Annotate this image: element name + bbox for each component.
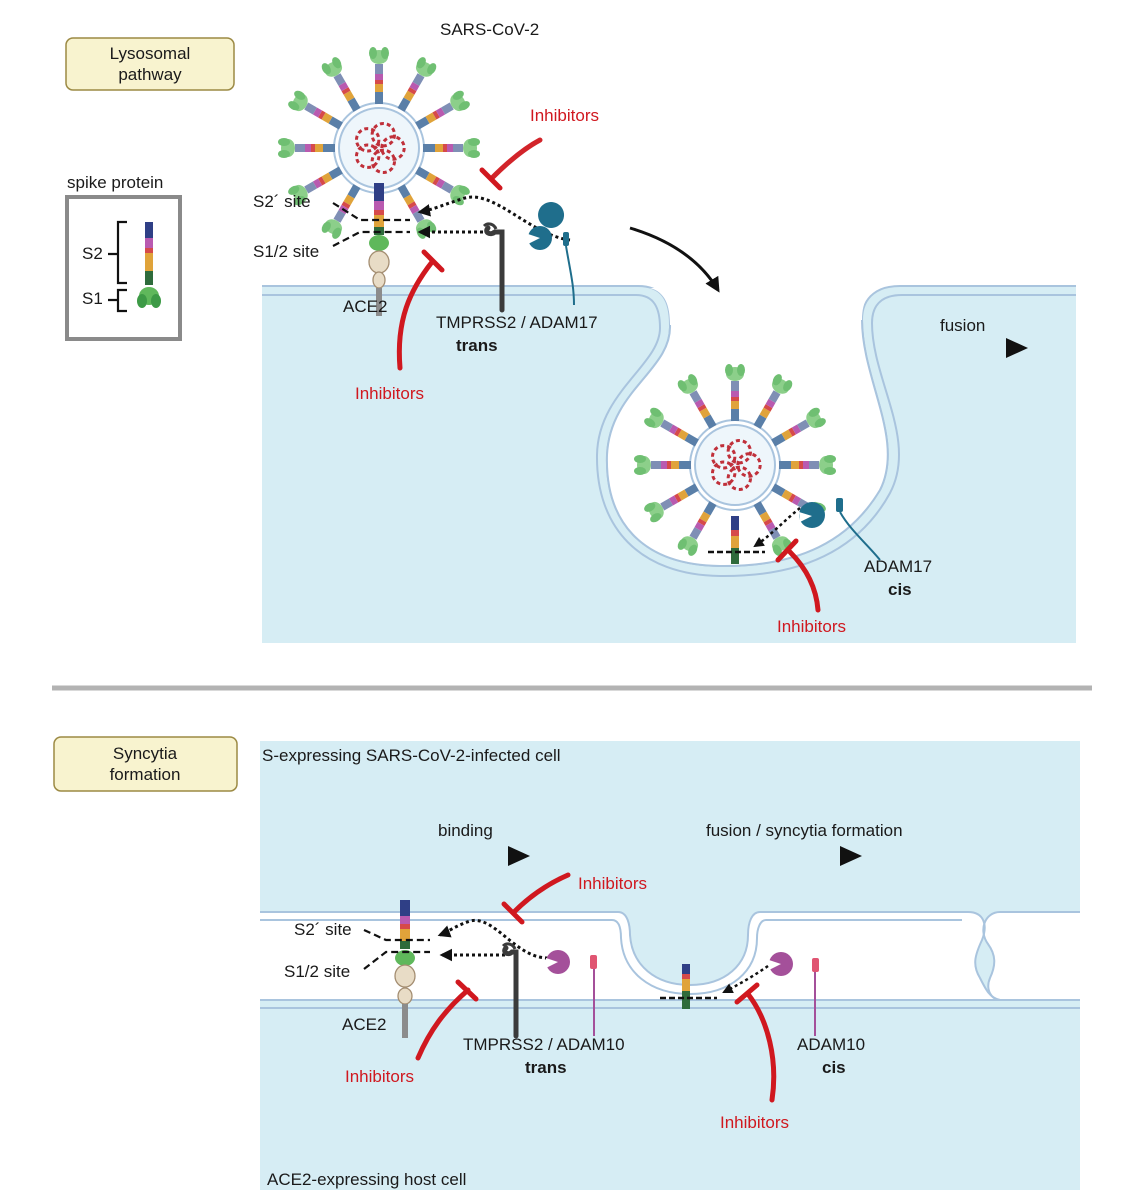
s12-site-label-bottom: S1/2 site [284,962,350,981]
cis-label-bottom: cis [822,1058,846,1077]
section-label-box-syncytia: Syncytia formation [53,736,238,792]
adam10-label-cis: ADAM10 [797,1035,865,1054]
inhibitor-top-virus: Inhibitors [479,106,599,191]
inhibitor-left-ace2: Inhibitors [355,249,445,403]
binding-label: binding [438,821,493,840]
syncytia-fusion-arrow [840,846,862,866]
adam10-protease-cis [769,952,819,1036]
inhibitor-bottom-right: Inhibitors [720,982,789,1132]
virus-particle-endosome [634,364,836,556]
adam10-protease-trans [546,950,597,1036]
ace2-receptor-bottom [394,964,416,1038]
inhibitor-bottom-top: Inhibitors [501,872,647,925]
spike-endosome [731,516,739,564]
s2-prime-site-label-bottom: S2´ site [294,920,352,939]
cleavage-arrow-s2-bottom [437,919,549,960]
spike-bound-bottom [395,900,415,966]
adam17-protease-top [528,202,575,306]
inhibitors-label-left: Inhibitors [355,384,424,403]
inhibitors-label-top: Inhibitors [530,106,599,125]
spike-gap-bottom [682,964,690,1009]
spike-protein-legend: spike protein S2 S1 [65,173,182,341]
panel-lysosomal-pathway: Lysosomal pathway spike protein S2 S1 [65,20,1076,643]
ace2-label-bottom: ACE2 [342,1015,386,1034]
trans-label-bottom: trans [525,1058,567,1077]
adam17-label-cis: ADAM17 [864,557,932,576]
section-label-line1: Lysosomal [110,44,191,63]
legend-s2-label: S2 [82,244,103,263]
legend-s1-label: S1 [82,289,103,308]
ace2-label-top: ACE2 [343,297,387,316]
inhibitors-label-bottom-left: Inhibitors [345,1067,414,1086]
trans-label-top: trans [456,336,498,355]
cis-label-top: cis [888,580,912,599]
host-cell-label: ACE2-expressing host cell [267,1170,466,1189]
fusion-label-top: fusion [940,316,985,335]
ace2-receptor-top [368,250,390,316]
endocytosis-arrow [629,226,720,293]
virus-label: SARS-CoV-2 [440,20,539,39]
legend-title: spike protein [67,173,163,192]
section-label-line2-b: formation [110,765,181,784]
infected-cell-label: S-expressing SARS-CoV-2-infected cell [262,746,561,765]
tmprss2-protease-top [482,222,505,313]
virus-particle-top [278,47,480,239]
s12-site-label-top: S1/2 site [253,242,319,261]
protease-label-top: TMPRSS2 / ADAM17 [436,313,598,332]
section-label-box-lysosomal: Lysosomal pathway [65,37,235,91]
protease-label-bottom: TMPRSS2 / ADAM10 [463,1035,625,1054]
fusion-arrow-top [1006,338,1028,358]
binding-arrow [508,846,530,866]
s2-prime-site-label-top: S2´ site [253,192,311,211]
adam17-protease-endosome [799,498,881,561]
syncytia-fusion-label: fusion / syncytia formation [706,821,903,840]
inhibitors-label-bottom-top: Inhibitors [578,874,647,893]
inhibitors-label-endosome: Inhibitors [777,617,846,636]
inhibitor-bottom-left: Inhibitors [345,979,479,1086]
host-cell [260,1000,1080,1190]
inhibitors-label-bottom-right: Inhibitors [720,1113,789,1132]
section-label-line1-b: Syncytia [113,744,178,763]
panel-syncytia-formation: Syncytia formation S-expressing SARS-CoV… [53,736,1080,1190]
tmprss2-protease-bottom [501,942,519,1039]
inhibitor-endosome: Inhibitors [775,538,846,636]
legend-spike-icon [137,222,161,308]
section-label-line2: pathway [118,65,182,84]
